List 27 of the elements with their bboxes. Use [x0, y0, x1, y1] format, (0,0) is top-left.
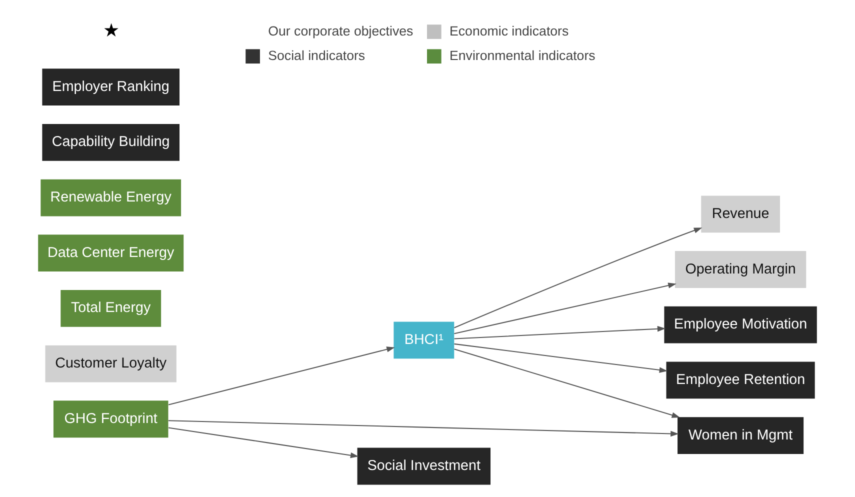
arrow: [454, 282, 676, 334]
arrow: [454, 348, 680, 418]
node-box: Women in Mgmt: [678, 417, 804, 454]
node-box: Employer Ranking: [42, 68, 180, 106]
legend-label: Our corporate objectives: [268, 23, 414, 38]
legend-label: Environmental indicators: [450, 48, 596, 63]
node-box: Employee Motivation: [664, 306, 817, 344]
legend-label: Economic indicators: [450, 23, 569, 38]
node-box: Data Center Energy: [38, 234, 184, 272]
node-box: Employee Retention: [666, 362, 815, 399]
arrow: [454, 343, 668, 373]
node-box: Social Investment: [357, 448, 491, 485]
node-box: Operating Margin: [674, 251, 806, 288]
arrow: [454, 228, 702, 328]
node-box: Renewable Energy: [40, 179, 182, 216]
node-box: Total Energy: [60, 290, 162, 327]
arrow: [168, 420, 679, 437]
node-box: GHG Footprint: [53, 400, 168, 438]
label: ★: [102, 19, 119, 40]
node-box: Capability Building: [42, 124, 180, 161]
arrow: [168, 346, 395, 406]
legend-label: Social indicators: [268, 48, 366, 63]
node-box: BHCI¹: [394, 322, 454, 359]
arrow: [168, 427, 359, 458]
node-box: Customer Loyalty: [45, 345, 176, 382]
arrow: [454, 326, 666, 340]
node-box: Revenue: [701, 196, 780, 233]
